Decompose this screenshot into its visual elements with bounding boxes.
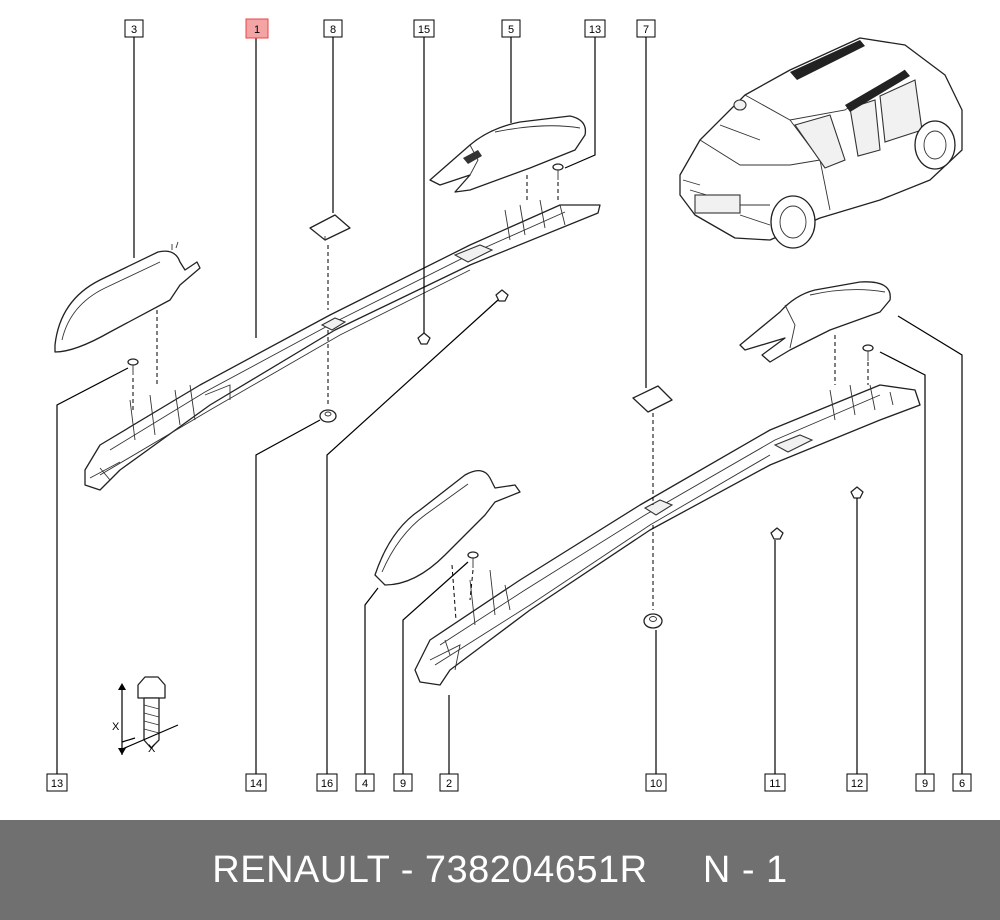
svg-text:5: 5 — [508, 24, 514, 36]
svg-text:14: 14 — [250, 778, 262, 790]
nut-11 — [770, 527, 784, 540]
svg-text:10: 10 — [650, 778, 662, 790]
svg-text:4: 4 — [362, 778, 368, 790]
callout-15: 15 — [413, 19, 435, 38]
part-5-rear-cap — [429, 115, 587, 193]
part-4-front-cap — [374, 470, 521, 586]
callout-10: 10 — [645, 773, 667, 792]
svg-text:12: 12 — [851, 778, 863, 790]
car-illustration — [679, 37, 963, 249]
nut-15 — [417, 332, 431, 345]
svg-text:6: 6 — [959, 778, 965, 790]
part-8-cover-clip — [309, 214, 351, 241]
callout-14: 14 — [245, 773, 267, 792]
callout-7: 7 — [636, 19, 656, 38]
callout-2: 2 — [439, 773, 459, 792]
callout-12: 12 — [846, 773, 868, 792]
grommet-14 — [319, 409, 337, 423]
nut-12 — [850, 486, 864, 499]
callout-5: 5 — [501, 19, 521, 38]
svg-text:16: 16 — [321, 778, 333, 790]
screw-13-left — [127, 358, 139, 375]
callout-16: 16 — [316, 773, 338, 792]
part-1-left-roof-rail — [84, 199, 601, 491]
callout-13-bottom: 13 — [46, 773, 68, 792]
callout-4: 4 — [355, 773, 375, 792]
part-3-front-cap — [54, 241, 201, 353]
svg-text:8: 8 — [330, 24, 336, 36]
dimension-label-x-horizontal: X — [148, 743, 156, 755]
svg-text:1: 1 — [254, 24, 260, 36]
svg-text:2: 2 — [446, 778, 452, 790]
callout-6: 6 — [952, 773, 972, 792]
dimension-label-x-vertical: X — [112, 721, 120, 733]
svg-text:11: 11 — [769, 778, 780, 790]
svg-text:7: 7 — [643, 24, 649, 36]
svg-text:13: 13 — [589, 24, 601, 36]
screw-dimension-detail: X X — [112, 676, 179, 755]
svg-text:9: 9 — [400, 778, 406, 790]
part-6-rear-cap — [739, 281, 891, 363]
callout-13-top: 13 — [584, 19, 606, 38]
part-2-right-roof-rail — [414, 384, 921, 686]
callout-3: 3 — [124, 19, 144, 38]
grommet-10 — [643, 613, 663, 629]
callout-11: 11 — [764, 773, 786, 792]
screw-13-top — [552, 163, 564, 180]
callout-tags: 3 1 8 15 5 13 7 13 14 16 4 9 2 10 11 12 … — [46, 18, 972, 792]
svg-text:13: 13 — [51, 778, 63, 790]
screw-9-right — [862, 344, 874, 361]
callout-1-highlighted: 1 — [245, 18, 269, 39]
screw-9-bottom — [467, 551, 479, 568]
footer-part-number: RENAULT - 738204651R N - 1 — [212, 848, 788, 891]
part-7-cover-clip — [632, 385, 673, 413]
footer-banner: RENAULT - 738204651R N - 1 — [0, 820, 1000, 920]
callout-9-bottom: 9 — [393, 773, 413, 792]
svg-text:9: 9 — [922, 778, 928, 790]
nut-16 — [495, 289, 509, 302]
leader-lines — [56, 37, 963, 774]
callout-9-right: 9 — [915, 773, 935, 792]
svg-text:3: 3 — [131, 24, 137, 36]
exploded-parts-diagram: X X 3 1 8 15 5 13 7 13 14 16 4 9 2 10 11… — [46, 18, 972, 792]
svg-text:15: 15 — [418, 24, 430, 36]
callout-8: 8 — [323, 19, 343, 38]
assembly-lines — [132, 175, 869, 621]
